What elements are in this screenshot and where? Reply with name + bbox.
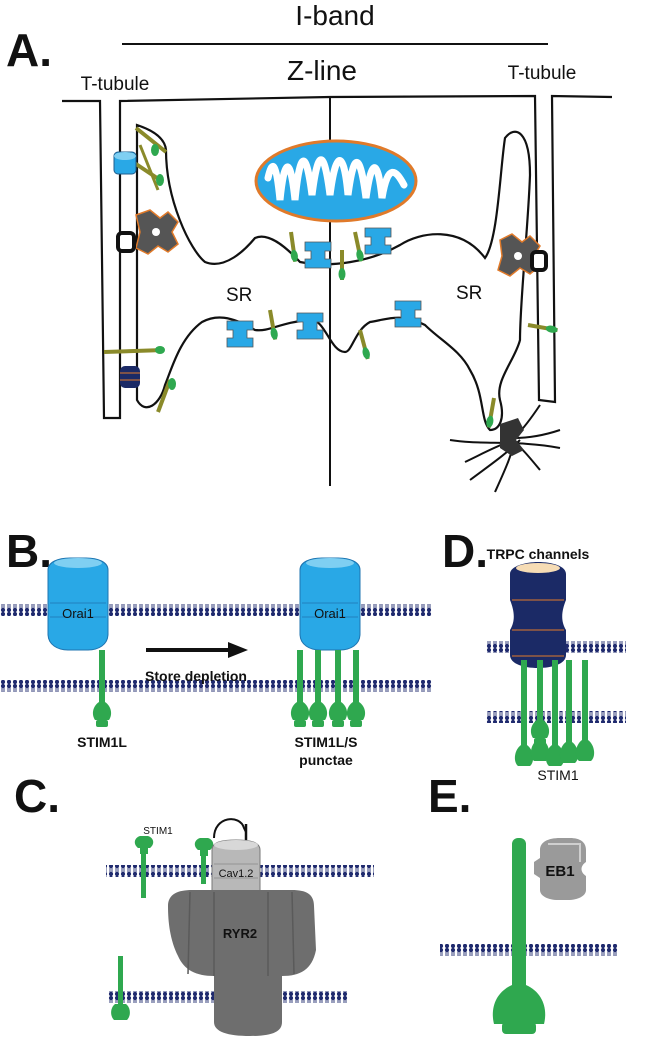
mitochondrion bbox=[254, 139, 418, 223]
panel-d-letter: D. bbox=[442, 525, 488, 577]
sr-channel bbox=[226, 320, 254, 348]
membrane-b-bottom bbox=[0, 680, 432, 692]
tether bbox=[349, 229, 367, 265]
tether bbox=[264, 307, 281, 343]
stim1ls-label: STIM1L/S bbox=[294, 734, 357, 750]
tether bbox=[483, 395, 500, 431]
sarcolemma-left bbox=[62, 95, 331, 420]
tether bbox=[285, 229, 301, 265]
t-tubule-right-label: T-tubule bbox=[508, 63, 577, 84]
stim1-d-label: STIM1 bbox=[537, 767, 578, 783]
orai1-right-label: Orai1 bbox=[314, 606, 346, 621]
orai1-right bbox=[299, 557, 361, 651]
panel-a: A. I-band Z-line T-tubule T-tubule SR SR bbox=[6, 0, 613, 493]
blue-cylinder-channel bbox=[113, 151, 137, 175]
stim1-c-right bbox=[194, 838, 214, 884]
sr-right-label: SR bbox=[456, 283, 482, 304]
panel-c-letter: C. bbox=[14, 770, 60, 822]
sr-channel bbox=[304, 241, 332, 269]
stim1-e bbox=[492, 838, 546, 1034]
orai1-left bbox=[47, 557, 109, 651]
cav-left bbox=[116, 231, 136, 253]
eb1-label: EB1 bbox=[545, 863, 574, 880]
ryr-left bbox=[135, 209, 179, 255]
tether bbox=[336, 248, 348, 282]
sarcolemma-right bbox=[329, 94, 613, 404]
panel-c: C. STIM1 Cav1.2 bbox=[14, 770, 374, 1036]
sr-channel bbox=[364, 227, 392, 255]
trpc-left bbox=[120, 366, 140, 388]
orai1-left-label: Orai1 bbox=[62, 606, 94, 621]
t-tubule-left-label: T-tubule bbox=[81, 74, 150, 95]
inhibition-symbol bbox=[213, 818, 247, 839]
panel-b: B. Orai1 STIM1L Store depletion Orai1 ST… bbox=[0, 525, 432, 768]
panel-b-letter: B. bbox=[6, 525, 52, 577]
stim1-c-label: STIM1 bbox=[143, 826, 173, 837]
sr-channel bbox=[394, 300, 422, 328]
eb1-protein bbox=[534, 838, 586, 900]
store-depletion-label: Store depletion bbox=[145, 668, 247, 684]
cav1-2-label: Cav1.2 bbox=[219, 868, 254, 880]
panel-e: E. EB1 bbox=[428, 770, 618, 1034]
z-line-label: Z-line bbox=[287, 55, 357, 86]
punctae-label: punctae bbox=[299, 752, 353, 768]
sr-channel bbox=[296, 312, 324, 340]
trpc-channel bbox=[510, 562, 566, 668]
eb1-a bbox=[500, 418, 524, 456]
stim1-c-lower bbox=[111, 956, 130, 1020]
ryr2-label: RYR2 bbox=[223, 926, 257, 941]
arrow-head bbox=[228, 642, 248, 658]
membrane-e bbox=[440, 944, 618, 956]
sr-left-label: SR bbox=[226, 285, 252, 306]
stim1-d-group bbox=[514, 660, 595, 766]
stim1l-label: STIM1L bbox=[77, 734, 127, 750]
sr-membrane bbox=[135, 123, 532, 432]
panel-a-letter: A. bbox=[6, 24, 52, 76]
panel-d: D. TRPC channels STIM1 bbox=[442, 525, 626, 783]
panel-e-letter: E. bbox=[428, 770, 471, 822]
trpc-label: TRPC channels bbox=[487, 546, 590, 562]
i-band-label: I-band bbox=[295, 0, 374, 31]
cav-right bbox=[530, 250, 548, 272]
ryr2-channel bbox=[168, 890, 316, 1036]
stim1-c-left bbox=[134, 836, 154, 898]
